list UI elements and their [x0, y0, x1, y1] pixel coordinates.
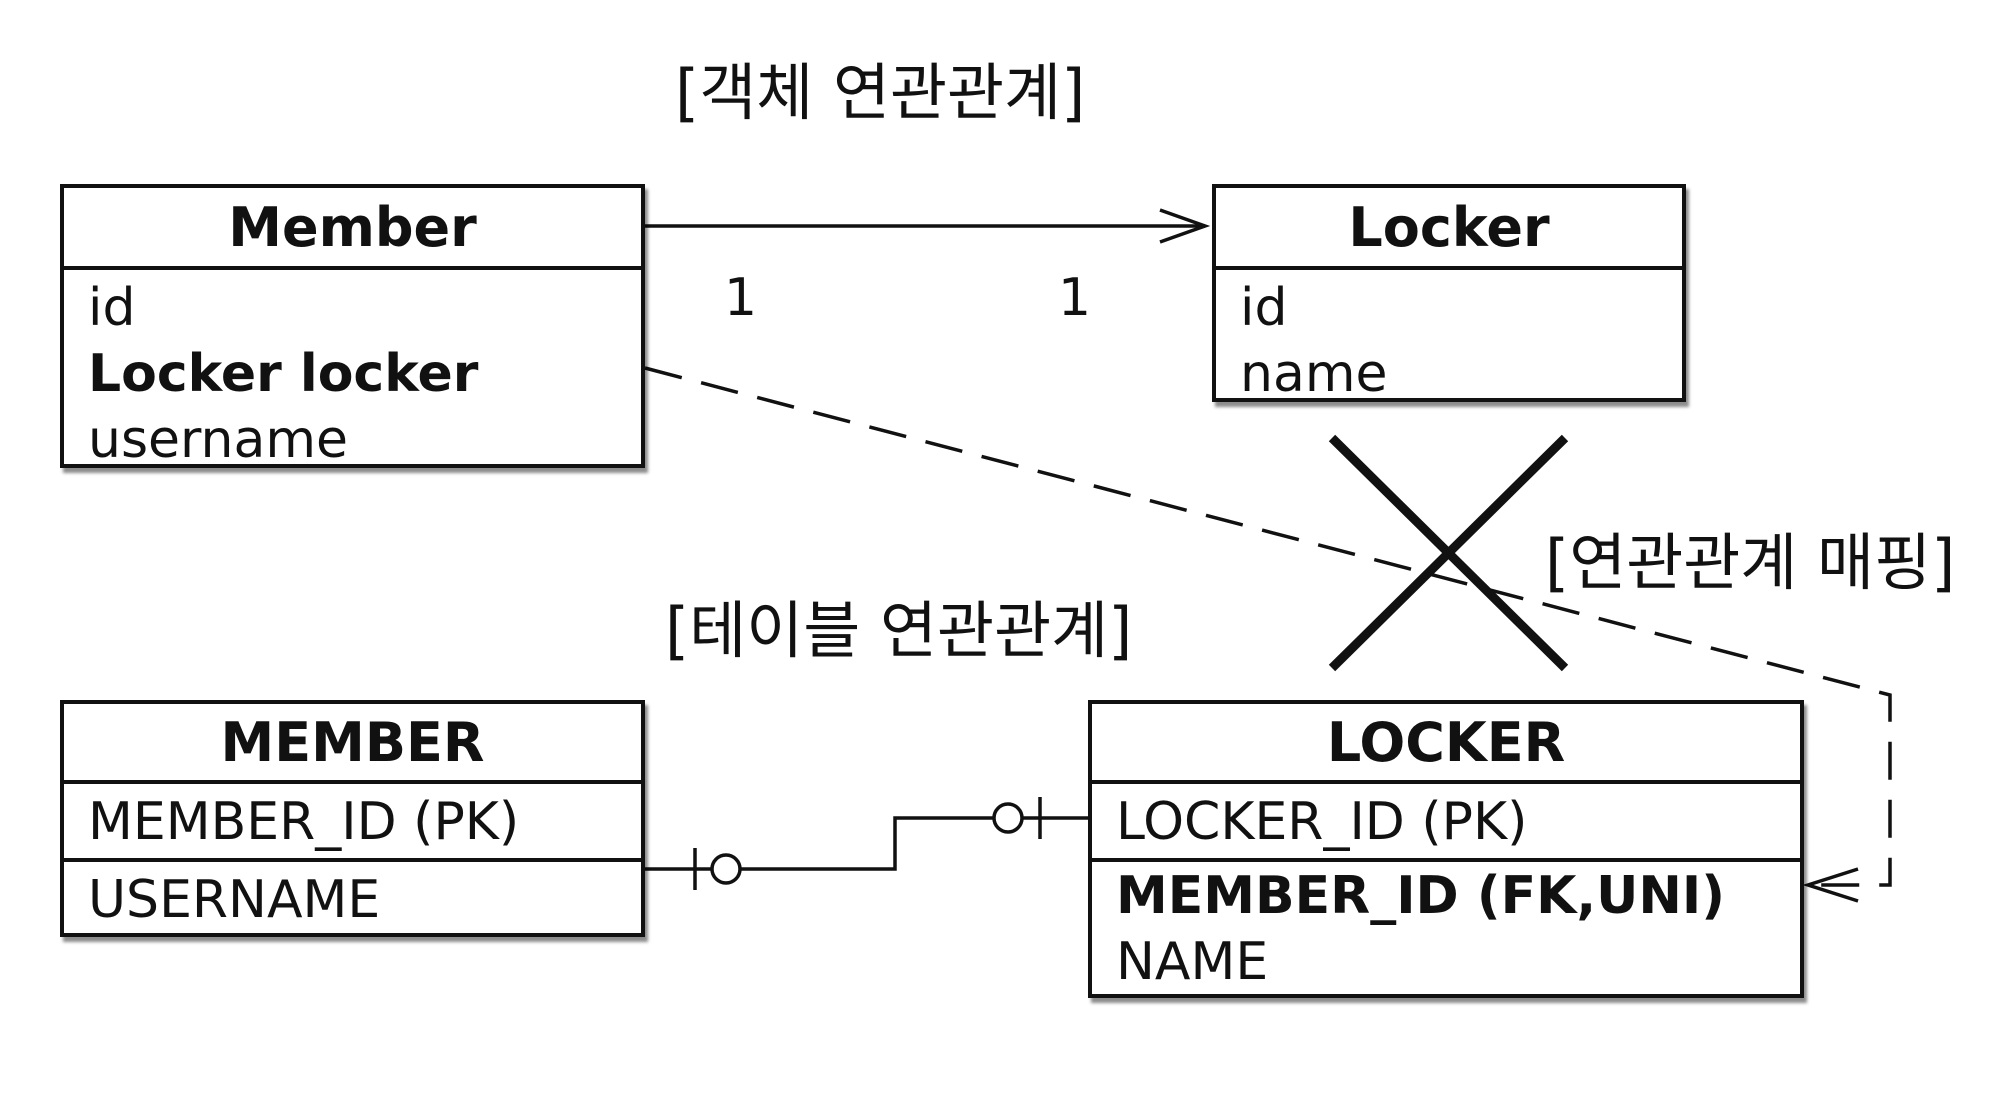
table-relation-caption: [테이블 연관관계]	[665, 594, 1133, 667]
cross-mark-stroke-2	[1328, 434, 1569, 672]
table-locker-title: LOCKER	[1092, 704, 1800, 784]
mapping-arrowhead	[1802, 867, 1859, 903]
table-locker-pk-section: LOCKER_ID (PK)	[1092, 784, 1800, 862]
table-locker-columns: MEMBER_ID (FK,UNI) NAME	[1092, 862, 1800, 992]
table-locker-col-member-id-fk: MEMBER_ID (FK,UNI)	[1116, 866, 1726, 926]
mapping-caption: [연관관계 매핑]	[1545, 526, 1956, 599]
object-locker-fields: id name	[1216, 270, 1682, 404]
table-locker-col-name: NAME	[1116, 932, 1269, 992]
object-relation-caption: [객체 연관관계]	[675, 56, 1086, 129]
object-locker-title: Locker	[1216, 188, 1682, 270]
object-member-fields: id Locker locker username	[64, 270, 641, 474]
object-locker-class: Locker id name	[1212, 184, 1686, 402]
er-zero-circle-right	[992, 802, 1024, 834]
object-member-title: Member	[64, 188, 641, 270]
table-member-col-username: USERNAME	[88, 870, 381, 930]
mapping-dashed-line	[644, 366, 1892, 887]
association-arrowhead	[1159, 208, 1211, 244]
table-member-pk-section: MEMBER_ID (PK)	[64, 784, 641, 862]
object-member-field-id: id	[88, 278, 136, 338]
multiplicity-right: 1	[1058, 268, 1092, 328]
er-zero-circle-left	[710, 853, 742, 885]
table-member-pk: MEMBER_ID (PK)	[88, 792, 520, 852]
table-member-title: MEMBER	[64, 704, 641, 784]
object-locker-field-id: id	[1240, 278, 1288, 338]
object-member-class: Member id Locker locker username	[60, 184, 645, 468]
object-member-field-locker: Locker locker	[88, 344, 479, 404]
object-locker-field-name: name	[1240, 344, 1388, 404]
er-relationship-line	[645, 816, 1088, 871]
table-member-columns: USERNAME	[64, 862, 641, 926]
table-member-entity: MEMBER MEMBER_ID (PK) USERNAME	[60, 700, 645, 937]
table-locker-entity: LOCKER LOCKER_ID (PK) MEMBER_ID (FK,UNI)…	[1088, 700, 1804, 998]
multiplicity-left: 1	[724, 268, 758, 328]
object-member-field-username: username	[88, 410, 348, 470]
table-locker-pk: LOCKER_ID (PK)	[1116, 792, 1528, 852]
